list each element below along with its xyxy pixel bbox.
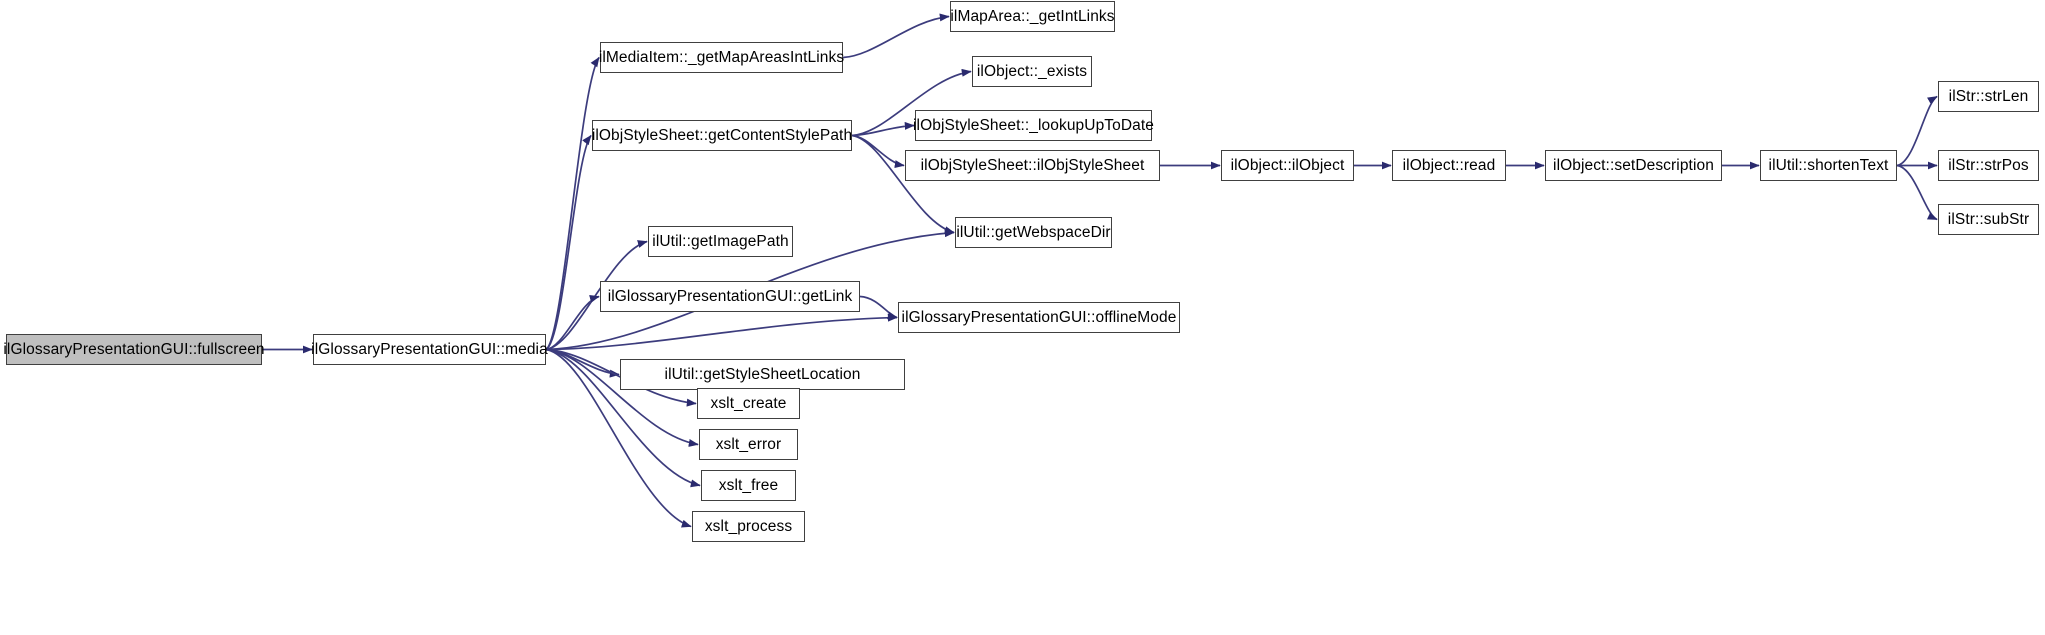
graph-edge-shortenText-to-subStr: [1896, 164, 1938, 221]
graph-node-ilObject_ilObject[interactable]: ilObject::ilObject: [1221, 150, 1354, 181]
graph-node-getStyleSheetLocation[interactable]: ilUtil::getStyleSheetLocation: [620, 359, 905, 390]
graph-node-label: ilGlossaryPresentationGUI::fullscreen: [3, 340, 265, 358]
graph-node-label: ilObjStyleSheet::ilObjStyleSheet: [920, 156, 1145, 174]
graph-node-media[interactable]: ilGlossaryPresentationGUI::media: [311, 334, 548, 365]
graph-edge-media-to-getStyleSheetLocation: [545, 348, 620, 378]
graph-edge-shortenText-to-strLen: [1896, 95, 1938, 167]
graph-node-label: ilStr::strPos: [1948, 156, 2029, 174]
graph-node-getIntLinks[interactable]: ilMapArea::_getIntLinks: [950, 1, 1115, 32]
graph-node-xslt_error[interactable]: xslt_error: [699, 429, 798, 460]
graph-node-label: ilMediaItem::_getMapAreasIntLinks: [598, 48, 845, 66]
graph-node-label: xslt_error: [715, 435, 782, 453]
graph-node-label: ilStr::subStr: [1947, 210, 2030, 228]
graph-node-label: ilObjStyleSheet::_lookupUpToDate: [913, 116, 1155, 134]
graph-node-shortenText[interactable]: ilUtil::shortenText: [1760, 150, 1897, 181]
graph-node-xslt_free[interactable]: xslt_free: [701, 470, 796, 501]
graph-edge-media-to-offlineMode: [545, 313, 898, 351]
graph-edge-getLink-to-offlineMode: [859, 295, 898, 320]
graph-node-fullscreen[interactable]: ilGlossaryPresentationGUI::fullscreen: [3, 334, 265, 365]
graph-node-label: ilGlossaryPresentationGUI::media: [311, 340, 548, 358]
graph-node-label: xslt_create: [710, 394, 787, 412]
graph-node-label: ilUtil::shortenText: [1768, 156, 1889, 174]
graph-edge-media-to-getContentStylePath: [545, 134, 592, 351]
graph-edge-getContentStylePath-to-ilObjStyleSheet: [851, 134, 905, 169]
graph-node-label: ilUtil::getImagePath: [652, 232, 789, 250]
graph-node-offlineMode[interactable]: ilGlossaryPresentationGUI::offlineMode: [898, 302, 1180, 333]
graph-node-label: ilUtil::getStyleSheetLocation: [664, 365, 861, 383]
graph-edge-getMapAreasIntLinks-to-getIntLinks: [842, 13, 950, 59]
graph-node-label: ilObject::setDescription: [1553, 156, 1714, 174]
graph-node-label: ilObjStyleSheet::getContentStylePath: [591, 126, 853, 144]
graph-node-strPos[interactable]: ilStr::strPos: [1938, 150, 2039, 181]
graph-node-ilObjStyleSheet[interactable]: ilObjStyleSheet::ilObjStyleSheet: [905, 150, 1160, 181]
graph-node-label: ilObject::_exists: [976, 62, 1088, 80]
graph-node-strLen[interactable]: ilStr::strLen: [1938, 81, 2039, 112]
graph-node-lookupUpToDate[interactable]: ilObjStyleSheet::_lookupUpToDate: [913, 110, 1154, 141]
graph-node-label: ilGlossaryPresentationGUI::offlineMode: [901, 308, 1177, 326]
graph-node-subStr[interactable]: ilStr::subStr: [1938, 204, 2039, 235]
graph-edge-media-to-getMapAreasIntLinks: [545, 56, 600, 351]
graph-node-label: xslt_free: [718, 476, 779, 494]
graph-node-getImagePath[interactable]: ilUtil::getImagePath: [648, 226, 793, 257]
graph-node-exists[interactable]: ilObject::_exists: [972, 56, 1092, 87]
graph-node-ilObject_read[interactable]: ilObject::read: [1392, 150, 1506, 181]
graph-node-getMapAreasIntLinks[interactable]: ilMediaItem::_getMapAreasIntLinks: [599, 42, 844, 73]
graph-node-label: ilObject::read: [1402, 156, 1496, 174]
graph-node-getWebspaceDir[interactable]: ilUtil::getWebspaceDir: [955, 217, 1112, 248]
graph-node-label: ilStr::strLen: [1948, 87, 2029, 105]
graph-node-label: ilMapArea::_getIntLinks: [950, 7, 1115, 25]
graph-node-label: ilObject::ilObject: [1230, 156, 1345, 174]
graph-node-label: ilGlossaryPresentationGUI::getLink: [607, 287, 853, 305]
graph-node-xslt_create[interactable]: xslt_create: [697, 388, 800, 419]
graph-edge-getContentStylePath-to-lookupUpToDate: [851, 121, 915, 137]
graph-node-getContentStylePath[interactable]: ilObjStyleSheet::getContentStylePath: [592, 120, 852, 151]
graph-node-xslt_process[interactable]: xslt_process: [692, 511, 805, 542]
graph-node-getLink[interactable]: ilGlossaryPresentationGUI::getLink: [600, 281, 860, 312]
graph-node-label: ilUtil::getWebspaceDir: [956, 223, 1111, 241]
graph-node-setDescription[interactable]: ilObject::setDescription: [1545, 150, 1722, 181]
graph-node-label: xslt_process: [704, 517, 793, 535]
